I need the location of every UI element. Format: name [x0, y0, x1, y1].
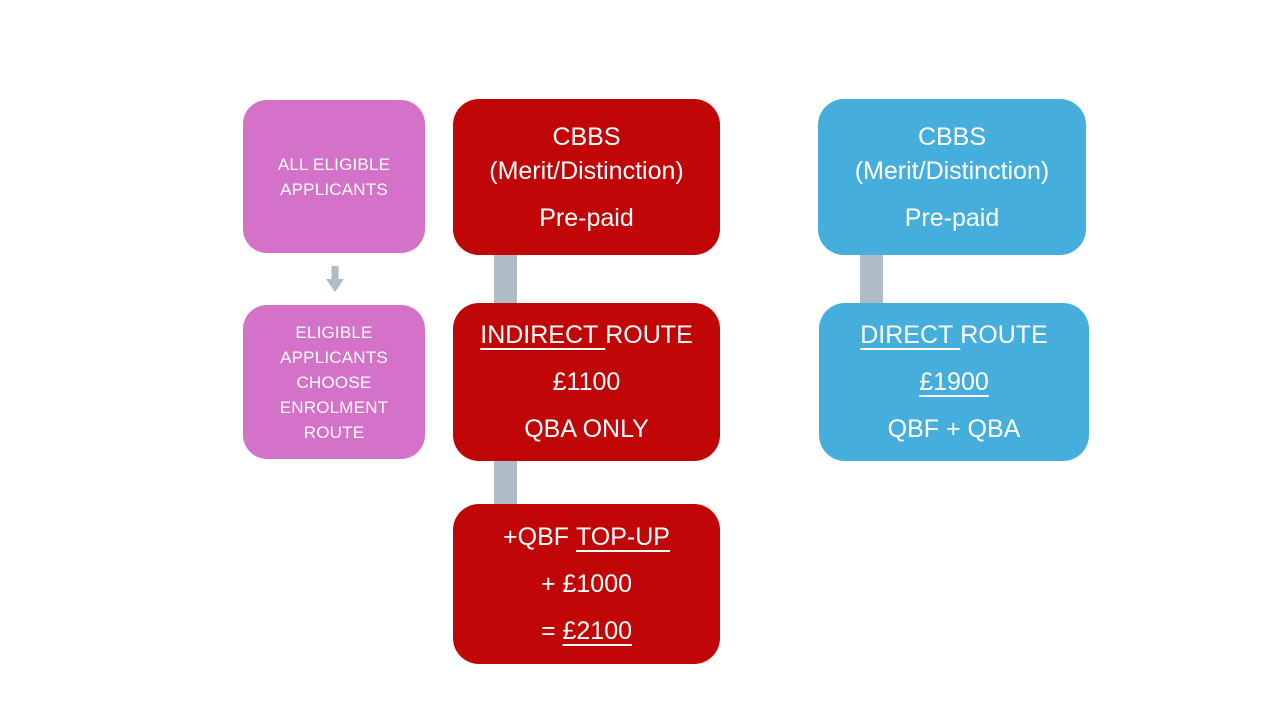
indirect-route-price: £1100 — [552, 368, 621, 396]
cbbs-direct-title: CBBS (Merit/Distinction) — [854, 122, 1050, 185]
direct-route-box: DIRECT ROUTE £1900 QBF + QBA — [819, 303, 1089, 461]
cbbs-direct-subtitle: Pre-paid — [904, 203, 1000, 232]
qbf-topup-total: = £2100 — [541, 614, 632, 648]
connector-direct — [860, 248, 883, 308]
choose-enrolment-route-label: ELIGIBLE APPLICANTS CHOOSE ENROLMENT ROU… — [279, 322, 389, 442]
all-eligible-applicants-label: ALL ELIGIBLE APPLICANTS — [277, 154, 391, 199]
indirect-route-box: INDIRECT ROUTE £1100 QBA ONLY — [453, 303, 720, 461]
indirect-route-title-underlined: INDIRECT — [480, 321, 606, 349]
qbf-topup-title: +QBF TOP-UP — [503, 520, 670, 554]
choose-enrolment-route-box: ELIGIBLE APPLICANTS CHOOSE ENROLMENT ROU… — [243, 305, 425, 459]
qbf-topup-box: +QBF TOP-UP + £1000 = £2100 — [453, 504, 720, 664]
cbbs-prepaid-indirect-box: CBBS (Merit/Distinction) Pre-paid — [453, 99, 720, 255]
cbbs-indirect-subtitle: Pre-paid — [539, 203, 634, 232]
connector-indirect-1 — [494, 248, 517, 308]
qbf-topup-underlined: TOP-UP — [575, 523, 670, 551]
qbf-topup-total-underlined: £2100 — [562, 617, 633, 645]
all-eligible-applicants-box: ALL ELIGIBLE APPLICANTS — [243, 100, 425, 253]
indirect-route-title: INDIRECT ROUTE — [480, 318, 693, 352]
down-arrow-icon — [326, 266, 344, 292]
indirect-route-title-rest: ROUTE — [605, 321, 693, 349]
qbf-topup-total-prefix: = — [540, 617, 563, 645]
direct-route-price: £1900 — [919, 365, 989, 399]
direct-route-title-underlined: DIRECT — [860, 321, 961, 349]
indirect-route-coverage: QBA ONLY — [524, 415, 649, 443]
direct-route-title: DIRECT ROUTE — [860, 318, 1048, 352]
direct-route-coverage: QBF + QBA — [887, 415, 1021, 443]
qbf-topup-amount: + £1000 — [540, 570, 633, 598]
connector-indirect-2 — [494, 454, 517, 510]
qbf-topup-prefix: +QBF — [503, 523, 576, 551]
cbbs-indirect-title: CBBS (Merit/Distinction) — [489, 122, 684, 185]
cbbs-prepaid-direct-box: CBBS (Merit/Distinction) Pre-paid — [818, 99, 1086, 255]
direct-route-title-rest: ROUTE — [960, 321, 1048, 349]
direct-route-price-underlined: £1900 — [919, 368, 989, 396]
